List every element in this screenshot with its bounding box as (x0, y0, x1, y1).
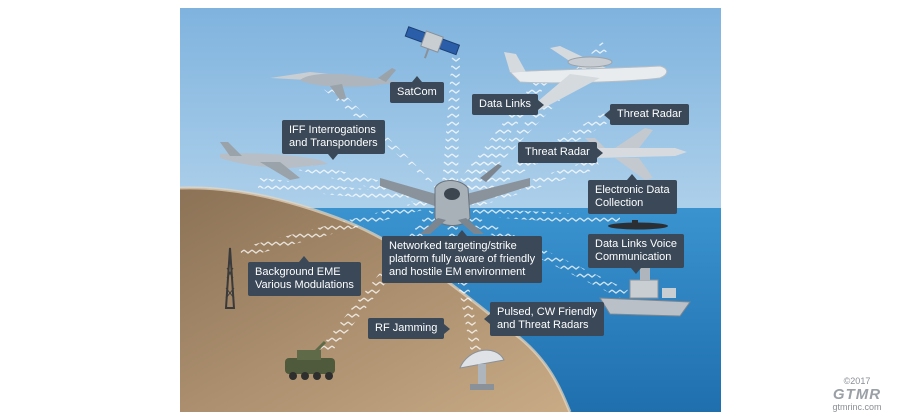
beam-satcom (442, 56, 460, 186)
callout-data-links-voice: Data Links Voice Communication (588, 234, 684, 274)
callout-networked-platform: Networked targeting/strike platform full… (382, 230, 543, 283)
beam-electronic-data (472, 208, 620, 226)
callout-threat-radar-top: Threat Radar (604, 104, 689, 125)
uav-drone (270, 68, 400, 100)
callout-threat-radar-mid: Threat Radar (518, 142, 603, 163)
awacs-aircraft (504, 46, 668, 110)
callout-iff: IFF Interrogations and Transponders (282, 120, 385, 160)
callout-background-eme: Background EME Various Modulations (248, 256, 361, 296)
satellite (404, 26, 461, 59)
stealth-jet-center (380, 164, 530, 234)
em-environment-scene: SatCom Data Links Threat Radar IFF Inter… (180, 8, 721, 412)
submarine (608, 220, 668, 230)
callout-data-links: Data Links (472, 94, 544, 115)
callout-rf-jamming: RF Jamming (368, 318, 451, 339)
callout-electronic-data: Electronic Data Collection (588, 174, 677, 214)
fighter-jet-left (220, 142, 328, 180)
beam-left-far (258, 178, 432, 204)
credit-block: ©2017 GTMR gtmrinc.com (818, 376, 896, 413)
fighter-jet-right (585, 128, 687, 180)
radio-tower (224, 247, 236, 309)
beam-threat-radar-mid (470, 158, 600, 208)
website-link[interactable]: gtmrinc.com (832, 402, 882, 412)
radar-dish (459, 349, 505, 390)
copyright-text: ©2017 (843, 376, 871, 386)
callout-satcom: SatCom (390, 76, 444, 103)
callout-pulsed-cw: Pulsed, CW Friendly and Threat Radars (483, 302, 605, 336)
beam-ship (462, 213, 628, 298)
beam-tower (240, 200, 430, 258)
gtmr-logo: GTMR (832, 386, 882, 403)
ground-vehicle (285, 340, 335, 380)
